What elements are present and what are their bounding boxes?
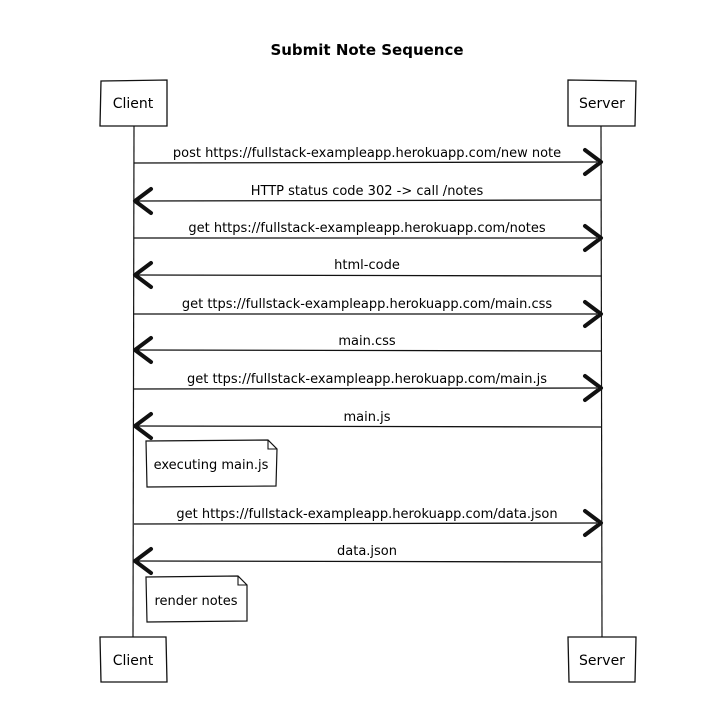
message-label: get https://fullstack-exampleapp.herokua…: [176, 507, 557, 522]
client-participant-label: Client: [113, 96, 154, 112]
message-data-json: data.json: [133, 544, 602, 575]
message-post-new-note: post https://fullstack-exampleapp.heroku…: [133, 146, 603, 176]
message-get-main-js: get ttps://fullstack-exampleapp.herokuap…: [133, 372, 603, 402]
note-label: executing main.js: [154, 458, 269, 473]
note-render-notes: render notes: [145, 575, 248, 623]
client-participant-label: Client: [113, 653, 154, 669]
message-label: get ttps://fullstack-exampleapp.herokuap…: [182, 297, 553, 312]
server-participant-label: Server: [579, 653, 625, 669]
client-participant-bottom: Client: [99, 636, 168, 683]
message-get-data-json: get https://fullstack-exampleapp.herokua…: [133, 507, 603, 537]
message-get-notes: get https://fullstack-exampleapp.herokua…: [134, 221, 603, 252]
message-label: post https://fullstack-exampleapp.heroku…: [173, 146, 561, 161]
server-participant-bottom: Server: [567, 636, 637, 683]
message-label: main.js: [344, 410, 391, 425]
message-main-css: main.css: [133, 334, 602, 364]
message-label: html-code: [334, 258, 400, 273]
message-label: HTTP status code 302 -> call /notes: [251, 184, 484, 199]
message-label: get https://fullstack-exampleapp.herokua…: [188, 221, 546, 236]
message-label: main.css: [338, 334, 396, 349]
message-label: data.json: [337, 544, 397, 559]
message-html-code: html-code: [133, 258, 602, 289]
note-label: render notes: [154, 594, 237, 609]
client-lifeline: [132, 125, 135, 638]
diagram-title: Submit Note Sequence: [270, 41, 463, 59]
message-label: get ttps://fullstack-exampleapp.herokuap…: [187, 372, 547, 387]
message-main-js: main.js: [133, 410, 602, 440]
message-get-main-css: get ttps://fullstack-exampleapp.herokuap…: [134, 297, 603, 328]
server-lifeline: [600, 125, 603, 638]
server-participant-top: Server: [567, 79, 637, 127]
client-participant-top: Client: [99, 79, 168, 127]
server-participant-label: Server: [579, 96, 625, 112]
message-status-302: HTTP status code 302 -> call /notes: [133, 184, 602, 215]
note-executing-main-js: executing main.js: [145, 439, 278, 488]
